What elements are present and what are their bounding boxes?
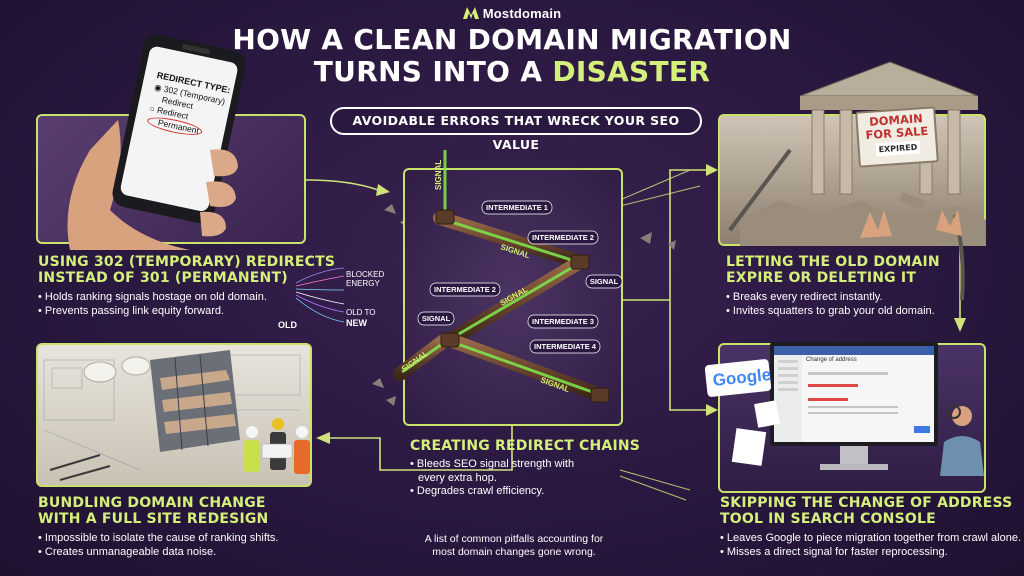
bullets-chains: Bleeds SEO signal strength with every ex… bbox=[410, 458, 574, 499]
brand-mark-icon bbox=[462, 7, 479, 19]
google-card bbox=[704, 359, 772, 397]
brand-name: Mostdomain bbox=[482, 6, 562, 21]
building-model bbox=[150, 350, 240, 452]
connector-bl bbox=[318, 426, 513, 471]
connector-br bbox=[669, 300, 712, 411]
title-prefix: TURNS INTO A bbox=[313, 55, 553, 88]
old-to-new-label: OLD TO NEW bbox=[346, 308, 376, 328]
phone-screen bbox=[120, 46, 238, 212]
pipe-label-i3: INTERMEDIATE 3 bbox=[532, 317, 594, 326]
footnote: A list of common pitfalls accounting for… bbox=[424, 533, 604, 558]
pipe-signal-right: SIGNAL bbox=[589, 277, 619, 286]
subtitle-pill: AVOIDABLE ERRORS THAT WRECK YOUR SEO VAL… bbox=[330, 107, 702, 152]
page-title-line1: HOW A CLEAN DOMAIN MIGRATION bbox=[232, 23, 792, 56]
pipe-label-i2: INTERMEDIATE 2 bbox=[532, 233, 594, 242]
blocked-energy-label: BLOCKED ENERGY bbox=[346, 270, 385, 288]
bullets-redesign: Impossible to isolate the cause of ranki… bbox=[38, 532, 279, 559]
signal-tag-top: SIGNAL bbox=[434, 160, 443, 190]
heading-chains: CREATING REDIRECT CHAINS bbox=[410, 438, 641, 454]
heading-console: SKIPPING THE CHANGE OF ADDRESS TOOL IN S… bbox=[720, 495, 1013, 527]
bullets-console: Leaves Google to piece migration togethe… bbox=[720, 532, 1021, 559]
arrow-right-down bbox=[954, 318, 966, 332]
page-title-line2: TURNS INTO A DISASTER bbox=[0, 56, 1024, 87]
console-window-title: Change of address bbox=[806, 357, 857, 363]
hand-left bbox=[860, 210, 892, 238]
pipe-label-i4: INTERMEDIATE 4 bbox=[534, 342, 596, 351]
pipe-label-i1: INTERMEDIATE 1 bbox=[486, 203, 548, 212]
workers bbox=[244, 418, 310, 474]
arrow-bl bbox=[316, 432, 330, 444]
hand-right bbox=[936, 210, 962, 236]
old-label: OLD bbox=[278, 320, 297, 330]
arrow-tr bbox=[706, 164, 718, 176]
heading-redirects: USING 302 (TEMPORARY) REDIRECTS INSTEAD … bbox=[38, 254, 336, 286]
brand-logo: Mostdomain bbox=[0, 6, 1024, 21]
magnifier-icon bbox=[947, 405, 961, 419]
arrow-tl bbox=[376, 184, 390, 196]
connector-tr bbox=[623, 169, 712, 301]
arrow-br bbox=[706, 404, 718, 416]
pipe-signal-left: SIGNAL bbox=[421, 314, 451, 323]
bullets-expire: Breaks every redirect instantly. Invites… bbox=[726, 291, 935, 318]
bullets-redirects: Holds ranking signals hostage on old dom… bbox=[38, 291, 267, 318]
person-head bbox=[952, 406, 972, 426]
heading-expire: LETTING THE OLD DOMAIN EXPIRE OR DELETIN… bbox=[726, 254, 940, 286]
heading-redesign: BUNDLING DOMAIN CHANGE WITH A FULL SITE … bbox=[38, 495, 269, 527]
hand-shape bbox=[67, 120, 190, 250]
title-accent: DISASTER bbox=[552, 55, 711, 88]
pipe-label-i2b: INTERMEDIATE 2 bbox=[434, 285, 496, 294]
person-body bbox=[940, 436, 984, 476]
connector-tl bbox=[305, 179, 379, 191]
